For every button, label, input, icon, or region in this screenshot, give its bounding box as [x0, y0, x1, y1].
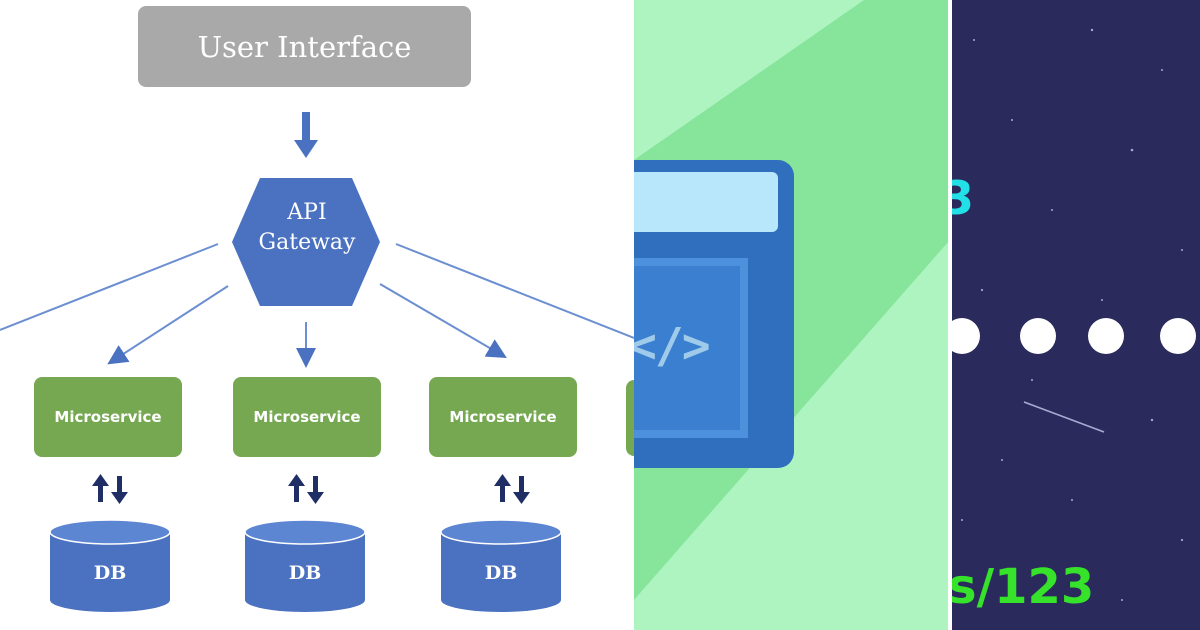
code-window-editor	[634, 258, 748, 438]
database-cylinder-1	[49, 519, 171, 612]
sync-arrows-3	[494, 474, 530, 504]
code-brackets-icon: </>	[634, 318, 711, 374]
sync-arrows-1	[92, 474, 128, 504]
microservice-label-3: Microservice	[449, 408, 557, 426]
microservice-label-1: Microservice	[54, 408, 162, 426]
starry-sky-panel: 3 s/123	[952, 0, 1200, 630]
gateway-line-left-outer	[0, 243, 219, 331]
user-interface-label: User Interface	[197, 29, 412, 64]
microservice-box-3: Microservice	[429, 377, 577, 457]
microservice-box-partial	[626, 380, 634, 456]
panel-divider	[948, 0, 952, 630]
database-cylinder-2	[244, 519, 366, 612]
api-gateway-label-line1: API	[287, 200, 327, 225]
code-window-icon	[634, 160, 794, 468]
dot-4	[1160, 318, 1196, 354]
gateway-line-right-outer	[395, 243, 634, 339]
gateway-line-right	[379, 283, 507, 359]
api-gateway-label: API Gateway	[232, 198, 382, 268]
ui-to-gateway-arrow	[294, 112, 318, 158]
diagram-connectors	[0, 112, 634, 612]
db-label-3: DB	[484, 562, 518, 584]
api-gateway-hexagon	[232, 178, 380, 306]
api-gateway-label-line2: Gateway	[258, 230, 356, 255]
sync-arrows-2	[288, 474, 324, 504]
code-window-titlebar	[634, 172, 778, 232]
microservice-box-2: Microservice	[233, 377, 381, 457]
microservice-box-1: Microservice	[34, 377, 182, 457]
microservice-label-2: Microservice	[253, 408, 361, 426]
database-cylinder-3	[440, 519, 562, 612]
db-label-1: DB	[93, 562, 127, 584]
cyan-number-fragment: 3	[952, 171, 975, 225]
dot-3	[1088, 318, 1124, 354]
dot-2	[1020, 318, 1056, 354]
code-illustration-panel: </>	[634, 0, 950, 630]
architecture-diagram-panel: User Interface API Gateway Microservice …	[0, 6, 634, 612]
code-window-illustration	[634, 0, 950, 630]
dot-1	[952, 318, 980, 354]
green-path-fragment: s/123	[952, 559, 1095, 615]
shooting-star	[1023, 401, 1105, 433]
user-interface-box: User Interface	[138, 6, 471, 87]
star-field	[961, 28, 1184, 601]
gateway-line-left	[107, 285, 229, 365]
db-label-2: DB	[288, 562, 322, 584]
